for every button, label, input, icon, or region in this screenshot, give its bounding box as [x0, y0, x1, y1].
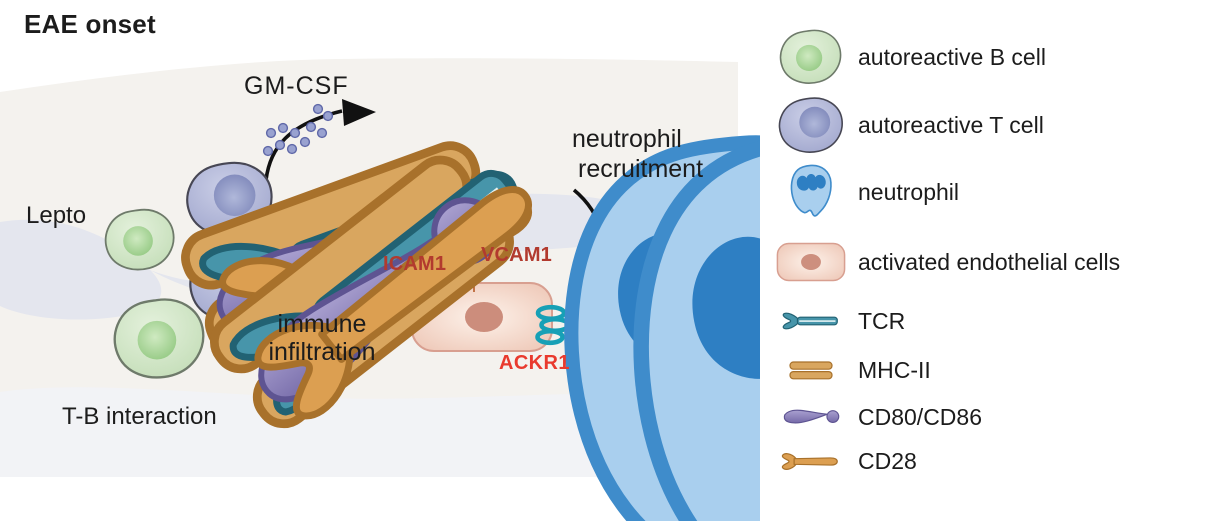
legend-item-neutrophil: neutrophil	[770, 163, 959, 221]
ackr1-label: ACKR1	[499, 352, 570, 374]
b-cell-icon	[770, 28, 852, 86]
legend: autoreactive B cell autoreactive T cell …	[770, 0, 1220, 521]
immune-infiltration-label: immune infiltration	[254, 310, 390, 366]
legend-item-endothelial: activated endothelial cells	[770, 240, 1120, 284]
cd80cd86-icon	[770, 408, 852, 427]
endothelial-nucleus	[465, 302, 503, 332]
legend-item-mhc2: MHC-II	[770, 356, 931, 384]
lower-tissue-band	[0, 387, 738, 477]
legend-label: activated endothelial cells	[858, 248, 1121, 275]
legend-item-tcr: TCR	[770, 307, 905, 335]
legend-item-cd28: CD28	[770, 447, 917, 475]
b-cell-upper	[104, 208, 175, 271]
legend-item-t-cell: autoreactive T cell	[770, 96, 1044, 154]
immune-infiltration-line2: infiltration	[268, 338, 376, 366]
cd28-icon	[770, 451, 852, 472]
tcr-icon	[770, 311, 852, 331]
legend-item-b-cell: autoreactive B cell	[770, 28, 1046, 86]
neutrophil-icon	[770, 164, 852, 220]
immune-infiltration-line1: immune	[277, 310, 367, 338]
vcam1-label: VCAM1	[481, 244, 553, 266]
endothelial-icon	[770, 242, 852, 282]
gmcsf-granules	[262, 103, 334, 157]
gmcsf-label: GM-CSF	[244, 72, 349, 100]
neutrophil-recruitment-line2: recruitment	[578, 155, 704, 183]
legend-label: CD80/CD86	[858, 403, 982, 430]
pathway-diagram	[0, 58, 760, 521]
ackr1-receptor	[535, 304, 571, 346]
lepto-label: Lepto	[26, 202, 87, 229]
legend-item-cd80cd86: CD80/CD86	[770, 403, 982, 431]
legend-label: autoreactive B cell	[858, 43, 1046, 70]
tb-interaction-label: T-B interaction	[62, 403, 217, 430]
mhc2-icon	[770, 361, 852, 380]
legend-label: autoreactive T cell	[858, 111, 1044, 138]
figure-title: EAE onset	[24, 9, 156, 39]
icam1-label: ICAM1	[383, 253, 447, 275]
legend-label: MHC-II	[858, 356, 931, 383]
t-cell-icon	[770, 96, 852, 155]
legend-label: TCR	[858, 307, 906, 334]
b-cell-lower	[113, 298, 205, 379]
neutrophil-recruitment-line1: neutrophil	[572, 125, 682, 153]
legend-label: CD28	[858, 447, 917, 474]
legend-label: neutrophil	[858, 178, 960, 205]
